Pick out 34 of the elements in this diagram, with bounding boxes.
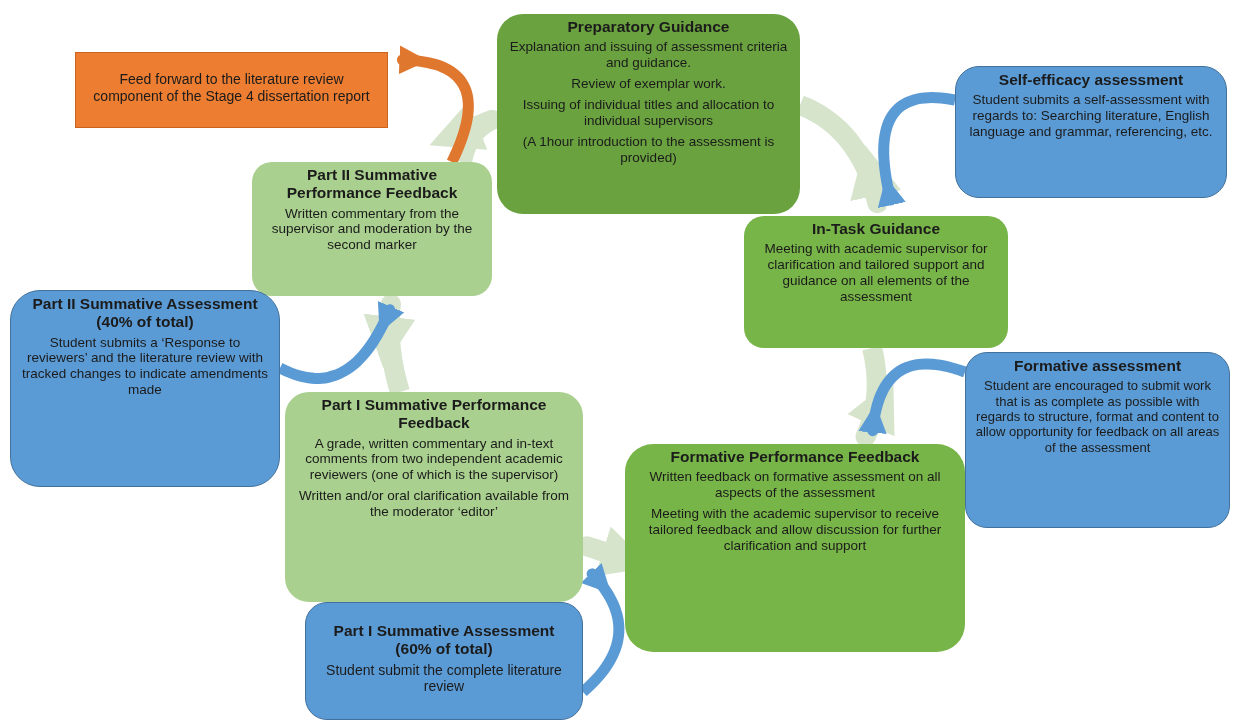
box-text: Feed forward to the literature review component of the Stage 4 dissertation report	[92, 71, 371, 104]
box-heading: In-Task Guidance	[811, 220, 941, 239]
box-heading: Preparatory Guidance	[567, 18, 730, 37]
process-box	[955, 66, 1227, 198]
process-box	[625, 444, 965, 652]
box-heading: Formative assessment	[1013, 357, 1182, 376]
box-text: Written commentary from the supervisor and moderation by the second marker	[270, 205, 474, 254]
process-box	[252, 162, 492, 296]
box-text: Written and/or oral clarification available from the moderator ‘editor’	[298, 488, 570, 521]
process-box	[497, 14, 800, 214]
box-text: Explanation and issuing of assessment criteria and guidance.	[508, 39, 789, 72]
box-text: Meeting with the academic supervisor to receive tailored feedback and allow discussion for further clarification and support	[647, 506, 943, 554]
box-heading: Formative Performance Feedback	[670, 448, 920, 467]
box-heading: Part I Summative Assessment (60% of total)	[332, 622, 556, 659]
process-box	[965, 352, 1230, 528]
process-box	[10, 290, 280, 487]
box-heading: Part I Summative Performance Feedback	[320, 396, 548, 433]
box-text: Written feedback on formative assessment on all aspects of the assessment	[648, 469, 942, 502]
box-heading: Part II Summative Assessment (40% of total)	[31, 295, 259, 332]
process-box	[75, 52, 388, 128]
box-text: Review of exemplar work.	[571, 76, 726, 93]
box-text: Student submits a ‘Response to reviewers’ and the literature review with tracked changes to indicate amendments made	[20, 334, 270, 399]
box-text: Issuing of individual titles and allocation to individual supervisors	[521, 97, 776, 129]
box-heading: Part II Summative Performance Feedback	[285, 166, 459, 203]
process-box	[285, 392, 583, 602]
process-box	[305, 602, 583, 720]
box-text: Student submits a self-assessment with regards to: Searching literature, English language and grammar, referencing, etc.	[968, 92, 1214, 141]
box-heading: Self-efficacy assessment	[998, 71, 1184, 90]
process-box	[744, 216, 1008, 348]
box-text: A grade, written commentary and in-text comments from two independent academic reviewers (one of which is the supervisor)	[304, 435, 564, 484]
box-text: Meeting with academic supervisor for clarification and tailored support and guidance on all elements of the assessment	[763, 241, 989, 305]
box-text: (A 1hour introduction to the assessment is provided)	[521, 133, 776, 166]
box-text: Student submit the complete literature review	[325, 661, 563, 695]
box-text: Student are encouraged to submit work that is as complete as possible with regards to structure, format and content to allow opportunity for feedback on all areas of the assessment	[974, 378, 1221, 455]
